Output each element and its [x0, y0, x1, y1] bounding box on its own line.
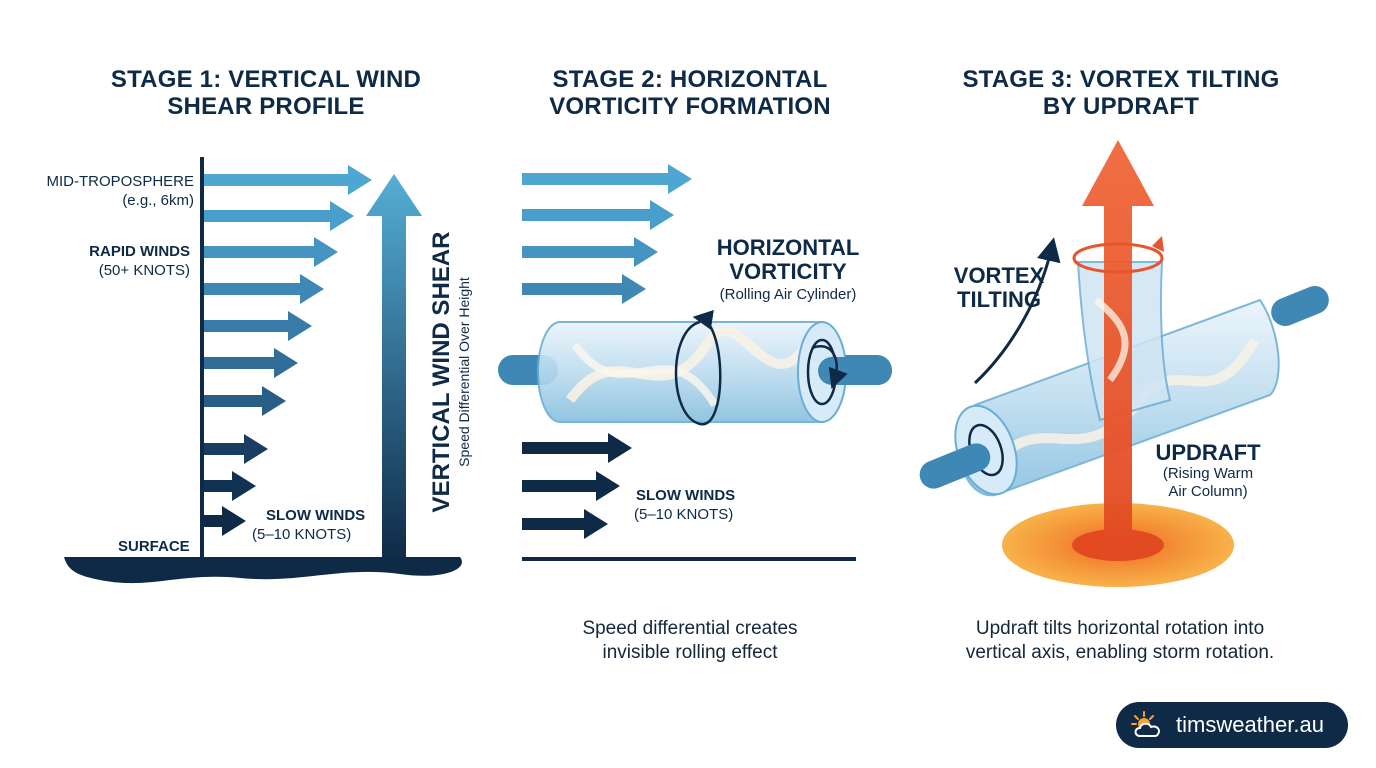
stage3-caption: Updraft tilts horizontal rotation into v…	[930, 617, 1310, 665]
shear-subtitle: Speed Differential Over Height	[456, 277, 472, 467]
wind-arrow	[204, 237, 338, 267]
wind-arrow	[204, 471, 256, 501]
surface-label: SURFACE	[118, 538, 190, 555]
swirl-band	[571, 342, 719, 408]
lower-wind-arrows	[522, 433, 632, 539]
tilting-line1: VORTEX	[953, 263, 1045, 288]
mid-troposphere-example: (e.g., 6km)	[122, 192, 194, 209]
wind-arrow	[204, 434, 268, 464]
slow-winds-speed-2: (5–10 KNOTS)	[634, 506, 734, 523]
updraft-label: UPDRAFT (Rising Warm Air Column)	[1148, 440, 1268, 501]
stage2-caption: Speed differential creates invisible rol…	[530, 617, 850, 665]
rolling-cylinder	[498, 310, 892, 426]
stage1-slow-label: SLOW WINDS (5–10 KNOTS)	[252, 506, 372, 544]
stage2-title-line2: VORTICITY FORMATION	[549, 93, 831, 120]
end-rotation-arrow	[811, 345, 848, 390]
slow-winds-label-2: SLOW WINDS	[636, 487, 736, 504]
wind-arrow	[522, 509, 608, 539]
stage2-caption-line1: Speed differential creates	[582, 618, 798, 639]
stage1-title: STAGE 1: VERTICAL WIND SHEAR PROFILE	[86, 66, 446, 120]
stage1-graphic	[64, 157, 462, 584]
vorticity-line1: HORIZONTAL	[716, 235, 860, 260]
updraft-note-line2: Air Column)	[1168, 483, 1248, 500]
rapid-winds-speed: (50+ KNOTS)	[98, 262, 190, 279]
wind-arrow	[204, 274, 324, 304]
rapid-winds-label: RAPID WINDS	[89, 243, 190, 260]
wind-arrow	[204, 201, 354, 231]
wind-arrow	[522, 433, 632, 463]
wind-arrow	[204, 348, 298, 378]
vorticity-label: HORIZONTAL VORTICITY (Rolling Air Cylind…	[696, 236, 880, 304]
wind-arrow	[522, 274, 646, 304]
wind-arrow	[204, 506, 246, 536]
slow-winds-speed: (5–10 KNOTS)	[252, 526, 352, 543]
stage1-title-line1: STAGE 1: VERTICAL WIND	[110, 66, 422, 93]
stage3-graphic	[919, 140, 1329, 587]
top-rotation-ring	[1072, 242, 1164, 274]
shear-arrow	[366, 174, 422, 560]
stage1-mid-label: MID-TROPOSPHERE (e.g., 6km)	[44, 172, 194, 210]
mid-troposphere-label: MID-TROPOSPHERE	[46, 173, 194, 190]
wind-arrow	[204, 386, 286, 416]
wind-arrow	[522, 164, 692, 194]
wind-arrow	[204, 311, 312, 341]
tilting-label: VORTEX TILTING	[944, 264, 1054, 312]
axle-right-stub	[818, 357, 892, 385]
stage2-graphic	[498, 164, 892, 561]
updraft-arrow	[1082, 140, 1154, 548]
tilting-line2: TILTING	[957, 287, 1041, 312]
sun-cloud-icon	[1131, 711, 1161, 737]
rotation-loop	[674, 310, 722, 426]
stage2-slow-label: SLOW WINDS (5–10 KNOTS)	[634, 486, 764, 524]
stage1-rapid-label: RAPID WINDS (50+ KNOTS)	[40, 242, 190, 280]
stage3-caption-line1: Updraft tilts horizontal rotation into	[975, 618, 1265, 639]
wind-profile-arrows	[204, 165, 372, 536]
axle-back	[1271, 286, 1329, 326]
stage2-caption-line2: invisible rolling effect	[602, 642, 778, 663]
brand-badge[interactable]: timsweather.au	[1116, 702, 1348, 748]
stage3-title: STAGE 3: VORTEX TILTING BY UPDRAFT	[936, 66, 1306, 120]
ground	[64, 557, 462, 584]
stage3-title-line2: BY UPDRAFT	[1042, 93, 1200, 120]
updraft-note-line1: (Rising Warm	[1162, 465, 1254, 482]
stage2-title-line1: STAGE 2: HORIZONTAL	[552, 66, 828, 93]
upper-wind-arrows	[522, 164, 692, 304]
wind-arrow	[204, 165, 372, 195]
stage3-caption-line2: vertical axis, enabling storm rotation.	[965, 642, 1275, 663]
swirl-band	[1093, 297, 1129, 383]
stage1-title-line2: SHEAR PROFILE	[167, 93, 365, 120]
stage3-title-line1: STAGE 3: VORTEX TILTING	[962, 66, 1280, 93]
tilting-arrow	[973, 237, 1061, 385]
shear-title: VERTICAL WIND SHEAR	[428, 231, 455, 513]
vorticity-line2: VORTICITY	[729, 259, 847, 284]
height-axis-line	[200, 157, 204, 559]
ground-line	[522, 557, 856, 561]
brand-name: timsweather.au	[1176, 712, 1324, 737]
slow-winds-label: SLOW WINDS	[266, 507, 366, 524]
wind-arrow	[522, 200, 674, 230]
wind-arrow	[522, 471, 620, 501]
vorticity-note: (Rolling Air Cylinder)	[719, 286, 857, 303]
stage2-title: STAGE 2: HORIZONTAL VORTICITY FORMATION	[510, 66, 870, 120]
updraft-title: UPDRAFT	[1155, 440, 1261, 465]
shear-label: VERTICAL WIND SHEAR Speed Differential O…	[428, 217, 481, 527]
axle-front	[919, 443, 991, 489]
wind-arrow	[522, 237, 658, 267]
ring-arrowhead	[1152, 236, 1164, 252]
